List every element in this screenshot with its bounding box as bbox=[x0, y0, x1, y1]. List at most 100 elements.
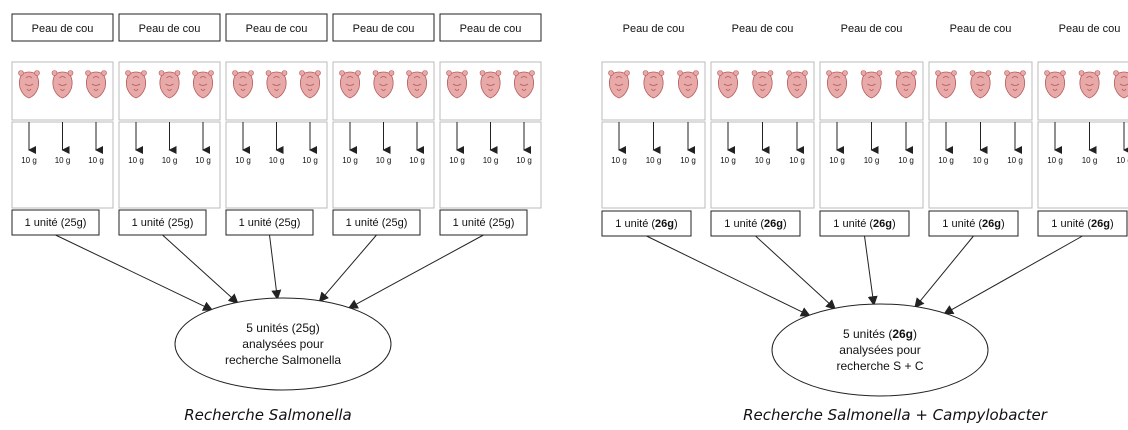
chicken-carcass-icon bbox=[192, 70, 214, 99]
chicken-carcass-icon bbox=[339, 70, 361, 99]
sample-weight: 10 g bbox=[483, 156, 499, 165]
sample-weight: 10 g bbox=[55, 156, 71, 165]
chicken-carcass-icon bbox=[232, 70, 254, 99]
merge-arrow bbox=[914, 235, 974, 309]
merge-arrow bbox=[347, 234, 484, 309]
unit-box bbox=[601, 210, 692, 237]
chicken-carcass-icon bbox=[1078, 70, 1101, 99]
chicken-carcass-icon bbox=[446, 70, 468, 99]
neck-skin-label: Peau de cou bbox=[950, 23, 1012, 35]
unit-box bbox=[819, 210, 910, 237]
chicken-carcass-icon bbox=[125, 70, 147, 99]
result-line-1: 5 unités (25g) bbox=[246, 321, 319, 335]
sample-weight: 10 g bbox=[342, 156, 358, 165]
merge-arrow bbox=[269, 234, 282, 301]
sample-weight: 10 g bbox=[720, 156, 736, 165]
neck-skin-label: Peau de cou bbox=[841, 23, 903, 35]
result-line-3: recherche S + C bbox=[836, 359, 923, 373]
sample-weight: 10 g bbox=[938, 156, 954, 165]
unit-label: 1 unité (26g) bbox=[833, 218, 895, 230]
chicken-carcass-icon bbox=[158, 70, 181, 99]
unit-label: 1 unité (26g) bbox=[724, 218, 786, 230]
unit-label: 1 unité (26g) bbox=[1051, 218, 1113, 230]
sample-column: Peau de cou 10 g 10 g 10 g 1 unité (25g) bbox=[347, 13, 542, 309]
sample-weight: 10 g bbox=[376, 156, 392, 165]
sample-weight: 10 g bbox=[162, 156, 178, 165]
sample-weight: 10 g bbox=[1116, 156, 1128, 165]
chicken-carcass-icon bbox=[677, 70, 699, 99]
sample-weight: 10 g bbox=[235, 156, 251, 165]
result-ellipse bbox=[771, 303, 989, 397]
chicken-carcass-icon bbox=[18, 70, 40, 99]
neck-skin-label: Peau de cou bbox=[139, 23, 201, 35]
sample-column: Peau de cou 10 g 10 g 10 g 1 unité (25g) bbox=[318, 13, 435, 303]
sample-weight: 10 g bbox=[1047, 156, 1063, 165]
sample-box bbox=[1037, 121, 1128, 209]
sample-weight: 10 g bbox=[611, 156, 627, 165]
chicken-carcass-icon bbox=[85, 70, 107, 99]
sample-weight: 10 g bbox=[195, 156, 211, 165]
chicken-carcass-icon bbox=[717, 70, 739, 99]
sample-weight: 10 g bbox=[302, 156, 318, 165]
result-line-3: recherche Salmonella bbox=[225, 353, 341, 367]
sample-weight: 10 g bbox=[449, 156, 465, 165]
sample-weight: 10 g bbox=[88, 156, 104, 165]
sample-weight: 10 g bbox=[898, 156, 914, 165]
sample-weight: 10 g bbox=[516, 156, 532, 165]
panel-caption: Recherche Salmonella + Campylobacter bbox=[743, 406, 1048, 424]
chicken-carcass-icon bbox=[895, 70, 917, 99]
neck-skin-label: Peau de cou bbox=[1059, 23, 1121, 35]
unit-label: 1 unité (25g) bbox=[132, 217, 194, 229]
merge-arrow bbox=[162, 234, 239, 304]
sample-column: Peau de cou 10 g 10 g 10 g 1 unité (25g) bbox=[11, 13, 214, 311]
unit-box bbox=[928, 210, 1019, 237]
unit-box bbox=[710, 210, 801, 237]
panel-caption: Recherche Salmonella bbox=[184, 406, 351, 424]
result-line-2: analysées pour bbox=[839, 343, 920, 357]
unit-label: 1 unité (25g) bbox=[25, 217, 87, 229]
chicken-carcass-icon bbox=[969, 70, 992, 99]
merge-arrow bbox=[318, 234, 377, 303]
neck-skin-label: Peau de cou bbox=[32, 23, 94, 35]
merge-arrow bbox=[864, 235, 878, 307]
chicken-carcass-icon bbox=[1004, 70, 1026, 99]
sample-weight: 10 g bbox=[864, 156, 880, 165]
unit-label: 1 unité (25g) bbox=[239, 217, 301, 229]
chicken-carcass-icon bbox=[479, 70, 502, 99]
chicken-carcass-icon bbox=[372, 70, 395, 99]
sample-column: Peau de cou 10 g 10 g 10 g 1 unité (25g) bbox=[225, 13, 328, 301]
unit-label: 1 unité (26g) bbox=[942, 218, 1004, 230]
neck-skin-label: Peau de cou bbox=[246, 23, 308, 35]
sample-weight: 10 g bbox=[1082, 156, 1098, 165]
chicken-carcass-icon bbox=[751, 70, 774, 99]
chicken-carcass-icon bbox=[265, 70, 288, 99]
result-line-1: 5 unités (26g) bbox=[843, 327, 917, 341]
neck-skin-label: Peau de cou bbox=[353, 23, 415, 35]
sample-weight: 10 g bbox=[680, 156, 696, 165]
sample-weight: 10 g bbox=[409, 156, 425, 165]
sample-weight: 10 g bbox=[755, 156, 771, 165]
unit-label: 1 unité (25g) bbox=[453, 217, 515, 229]
result-line-2: analysées pour bbox=[242, 337, 323, 351]
chicken-carcass-icon bbox=[642, 70, 665, 99]
chicken-carcass-icon bbox=[826, 70, 848, 99]
sample-column: Peau de cou 10 g 10 g 10 g 1 unité (26g) bbox=[943, 23, 1128, 315]
chicken-carcass-icon bbox=[935, 70, 957, 99]
merge-arrow bbox=[55, 234, 214, 311]
sample-column: Peau de cou 10 g 10 g 10 g 1 unité (26g) bbox=[601, 23, 811, 317]
sample-weight: 10 g bbox=[1007, 156, 1023, 165]
neck-skin-label: Peau de cou bbox=[460, 23, 522, 35]
unit-box bbox=[225, 209, 314, 236]
chicken-carcass-icon bbox=[1113, 70, 1128, 99]
sample-weight: 10 g bbox=[269, 156, 285, 165]
chicken-carcass-icon bbox=[299, 70, 321, 99]
unit-label: 1 unité (25g) bbox=[346, 217, 408, 229]
merge-arrow bbox=[646, 235, 811, 317]
chicken-carcass-icon bbox=[513, 70, 535, 99]
neck-skin-label: Peau de cou bbox=[732, 23, 794, 35]
